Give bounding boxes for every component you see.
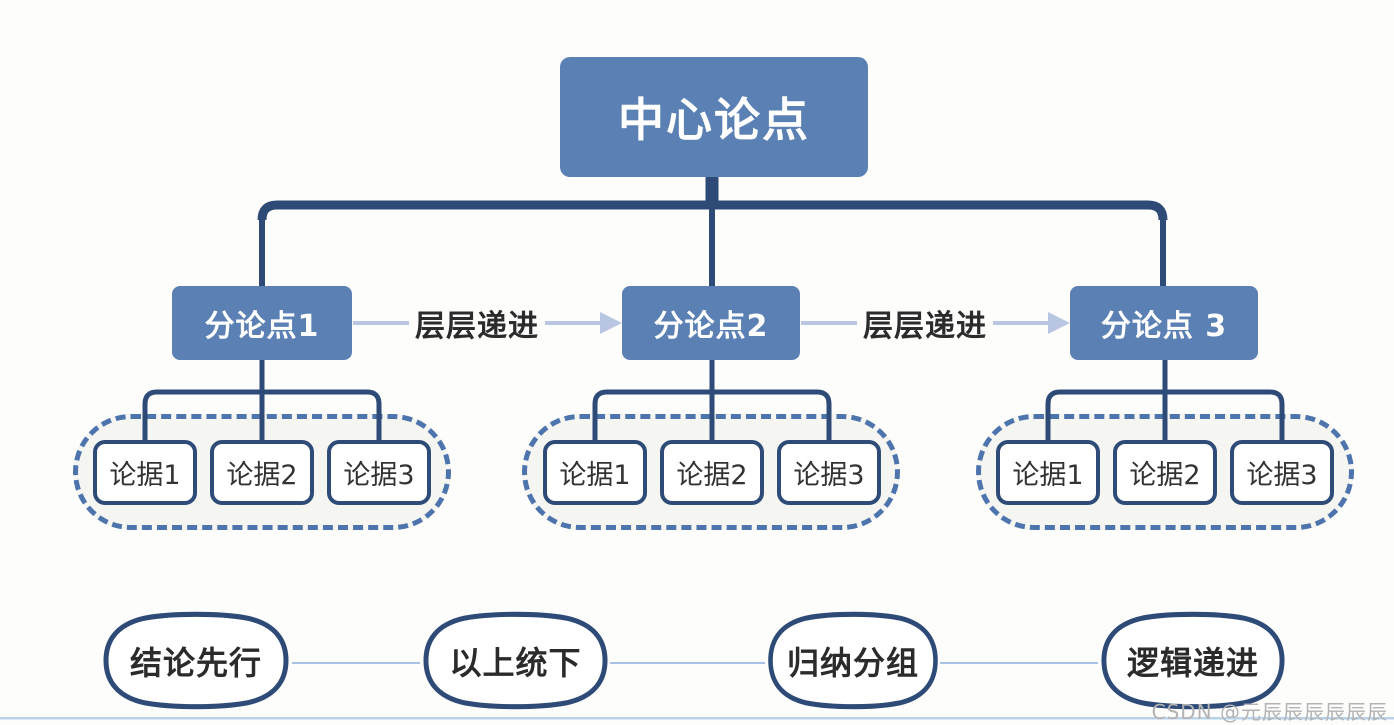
- principle-node-3: 归纳分组: [765, 609, 941, 712]
- principle-label-4: 逻辑递进: [1126, 643, 1259, 682]
- principle-node-1: 结论先行: [100, 609, 292, 712]
- bottom-page-rule: [0, 717, 1394, 720]
- evidence-node-2-3: 论据3: [777, 440, 881, 505]
- evidence-node-1-3: 论据3: [327, 440, 431, 505]
- transition-label-2: 层层递进: [857, 301, 993, 345]
- sub-argument-node-3: 分论点 3: [1070, 286, 1258, 360]
- transition-arrowhead-2: [1048, 312, 1070, 334]
- principle-shape-3: [768, 611, 938, 710]
- central-thesis-node: 中心论点: [560, 57, 868, 177]
- principle-label-1: 结论先行: [129, 643, 262, 682]
- sub-argument-label-3: 分论点 3: [1100, 309, 1228, 344]
- principle-node-2: 以上统下: [420, 609, 611, 712]
- principle-shape-1: [103, 611, 289, 710]
- principle-shape-4: [1101, 611, 1285, 710]
- evidence-node-3-1: 论据1: [996, 440, 1100, 505]
- branch-horizontal-line: [257, 200, 1168, 221]
- transition-arrowhead-1: [600, 312, 622, 334]
- evidence-node-2-2: 论据2: [660, 440, 764, 505]
- evidence-node-1-2: 论据2: [210, 440, 314, 505]
- evidence-node-3-2: 论据2: [1113, 440, 1217, 505]
- sub-argument-node-1: 分论点1: [172, 286, 352, 360]
- principle-node-4: 逻辑递进: [1098, 609, 1288, 712]
- evidence-node-2-1: 论据1: [543, 440, 647, 505]
- sub-argument-label-2: 分论点2: [653, 309, 769, 344]
- principle-label-2: 以上统下: [449, 643, 582, 682]
- transition-label-1: 层层递进: [409, 301, 545, 345]
- sub-argument-node-2: 分论点2: [622, 286, 800, 360]
- csdn-watermark: CSDN @元辰辰辰辰辰辰: [1151, 700, 1388, 724]
- principle-shape-2: [423, 611, 608, 710]
- central-thesis-label: 中心论点: [618, 93, 810, 147]
- evidence-node-3-3: 论据3: [1230, 440, 1334, 505]
- sub-argument-label-1: 分论点1: [204, 309, 320, 344]
- principle-label-3: 归纳分组: [786, 643, 919, 682]
- evidence-node-1-1: 论据1: [93, 440, 197, 505]
